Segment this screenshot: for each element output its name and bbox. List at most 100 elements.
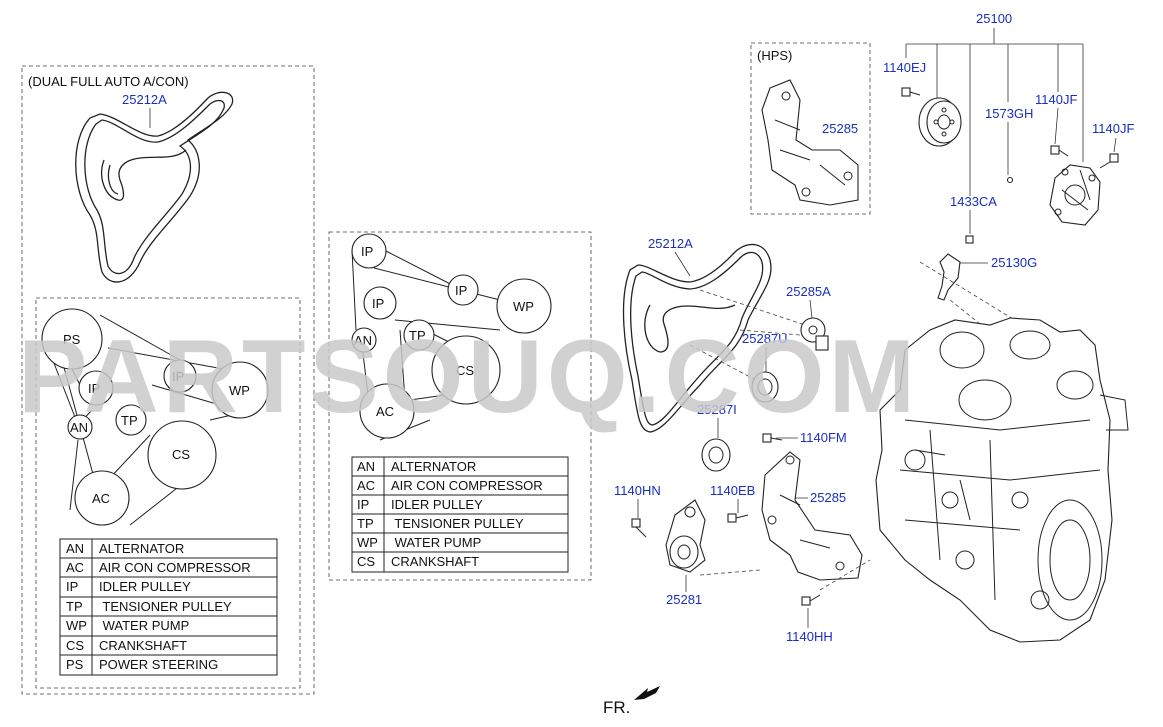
leader-line: [1113, 137, 1117, 153]
part-label-1140HH[interactable]: 1140HH: [786, 629, 833, 644]
bolt-1140JF-a-icon: [1050, 145, 1069, 157]
pulley-ip: [363, 286, 397, 320]
leader-line: [674, 251, 691, 277]
front-marker-label: FR.: [603, 698, 630, 717]
pulley-label: IP: [455, 283, 467, 298]
part-label-25287U[interactable]: 25287U: [742, 331, 788, 346]
legend-code: AN: [66, 541, 84, 556]
hps-title: (HPS): [757, 48, 792, 63]
leader-line: [1054, 107, 1059, 145]
assembly-leader-dashes: [689, 289, 821, 386]
middle-panel-frame: [328, 231, 592, 581]
part-label-1140FM[interactable]: 1140FM: [800, 430, 847, 445]
front-arrow-icon: [634, 686, 660, 700]
pulley-label: AC: [92, 491, 110, 506]
water-pump-body-icon: [1049, 164, 1101, 226]
pulley-cs: [147, 420, 217, 490]
part-label-1140JF-b[interactable]: 1140JF: [1092, 121, 1134, 136]
legend-code: CS: [357, 554, 375, 569]
bolt-1140EJ-icon: [901, 87, 921, 97]
part-label-25285[interactable]: 25285: [810, 490, 846, 505]
pulley-wp: [211, 361, 269, 419]
legend-code: AC: [66, 560, 84, 575]
part-label-1140JF-a[interactable]: 1140JF: [1035, 92, 1077, 107]
leader-line: [809, 299, 813, 319]
left-panel-frame: [21, 65, 315, 695]
legend-name: WATER PUMP: [391, 535, 481, 550]
pulley-25285A-icon: [800, 317, 829, 351]
bracket-25285-icon: [761, 451, 863, 581]
pulley-cs: [431, 335, 501, 405]
group-bracket-25100: [905, 28, 1084, 196]
belt-25212A-left[interactable]: [75, 91, 234, 283]
legend-name: TENSIONER PULLEY: [391, 516, 524, 531]
pulley-ip: [163, 359, 197, 393]
pulley-ip: [447, 274, 479, 306]
pulley-ip: [351, 233, 387, 269]
part-label-1433CA[interactable]: 1433CA: [950, 194, 997, 209]
pulley-label: IP: [361, 244, 373, 259]
pulley-label: IP: [372, 296, 384, 311]
part-label-25287I[interactable]: 25287I: [697, 402, 737, 417]
legend-code: AN: [357, 459, 375, 474]
middle-pulleys: IP IP WP IP AN TP CS AC: [351, 233, 552, 439]
left-legend-table: AN ALTERNATOR AC AIR CON COMPRESSOR IP I…: [59, 538, 278, 676]
pulley-tp: [115, 404, 147, 436]
legend-code: WP: [357, 535, 378, 550]
pulley-ps: [41, 308, 103, 370]
pulley-label: AN: [70, 420, 88, 435]
legend-name: TENSIONER PULLEY: [99, 599, 232, 614]
legend-code: TP: [66, 599, 83, 614]
left-routing-frame: [35, 297, 301, 689]
part-label-25285A[interactable]: 25285A: [786, 284, 831, 299]
middle-legend-table: AN ALTERNATOR AC AIR CON COMPRESSOR IP I…: [351, 456, 569, 573]
left-panel-title: (DUAL FULL AUTO A/CON): [28, 74, 189, 89]
hps-bracket-icon: [761, 79, 859, 206]
legend-code: IP: [66, 579, 78, 594]
legend-name: ALTERNATOR: [391, 459, 476, 474]
pulley-label: TP: [409, 328, 426, 343]
legend-code: CS: [66, 638, 84, 653]
legend-code: IP: [357, 497, 369, 512]
part-label-1140EJ[interactable]: 1140EJ: [883, 60, 926, 75]
pulley-label: IP: [88, 381, 100, 396]
part-label-25212A-left[interactable]: 25212A: [122, 92, 167, 107]
pulley-an: [67, 414, 93, 440]
water-pump-pulley-icon: [918, 97, 962, 147]
belt-25212A[interactable]: [622, 243, 772, 433]
pulley-label: TP: [121, 413, 138, 428]
pulley-label: CS: [456, 363, 474, 378]
pulley-label: AN: [354, 333, 372, 348]
legend-name: POWER STEERING: [99, 657, 218, 672]
part-label-1573GH[interactable]: 1573GH: [985, 106, 1033, 121]
left-pulleys: PS IP WP IP AN TP CS AC: [41, 308, 269, 526]
front-marker: FR.: [603, 686, 660, 717]
legend-code: AC: [357, 478, 375, 493]
legend-code: PS: [66, 657, 84, 672]
pulley-an: [351, 327, 377, 353]
pulley-tp: [403, 319, 435, 351]
part-label-1140HN[interactable]: 1140HN: [614, 483, 661, 498]
bolt-1140JF-b-icon: [1099, 153, 1119, 169]
part-label-25100[interactable]: 25100: [976, 11, 1012, 26]
legend-name: ALTERNATOR: [99, 541, 184, 556]
pulley-wp: [496, 278, 552, 334]
part-label-1140EB[interactable]: 1140EB: [710, 483, 755, 498]
pulley-label: IP: [172, 369, 184, 384]
pulley-ac: [359, 383, 415, 439]
part-label-25212A[interactable]: 25212A: [648, 236, 693, 251]
gasket-25130G-icon: [937, 253, 961, 301]
pulley-25287U-icon: [751, 371, 779, 403]
part-label-25285-hps[interactable]: 25285: [822, 121, 858, 136]
legend-name: IDLER PULLEY: [391, 497, 483, 512]
engine-block-icon: [875, 317, 1129, 643]
part-label-25281[interactable]: 25281: [666, 592, 702, 607]
legend-name: AIR CON COMPRESSOR: [391, 478, 543, 493]
legend-name: CRANKSHAFT: [391, 554, 479, 569]
pulley-25287I-icon: [701, 438, 731, 472]
legend-name: WATER PUMP: [99, 618, 189, 633]
part-label-25130G[interactable]: 25130G: [991, 255, 1037, 270]
legend-name: CRANKSHAFT: [99, 638, 187, 653]
dowel-1433CA-icon: [965, 235, 974, 244]
